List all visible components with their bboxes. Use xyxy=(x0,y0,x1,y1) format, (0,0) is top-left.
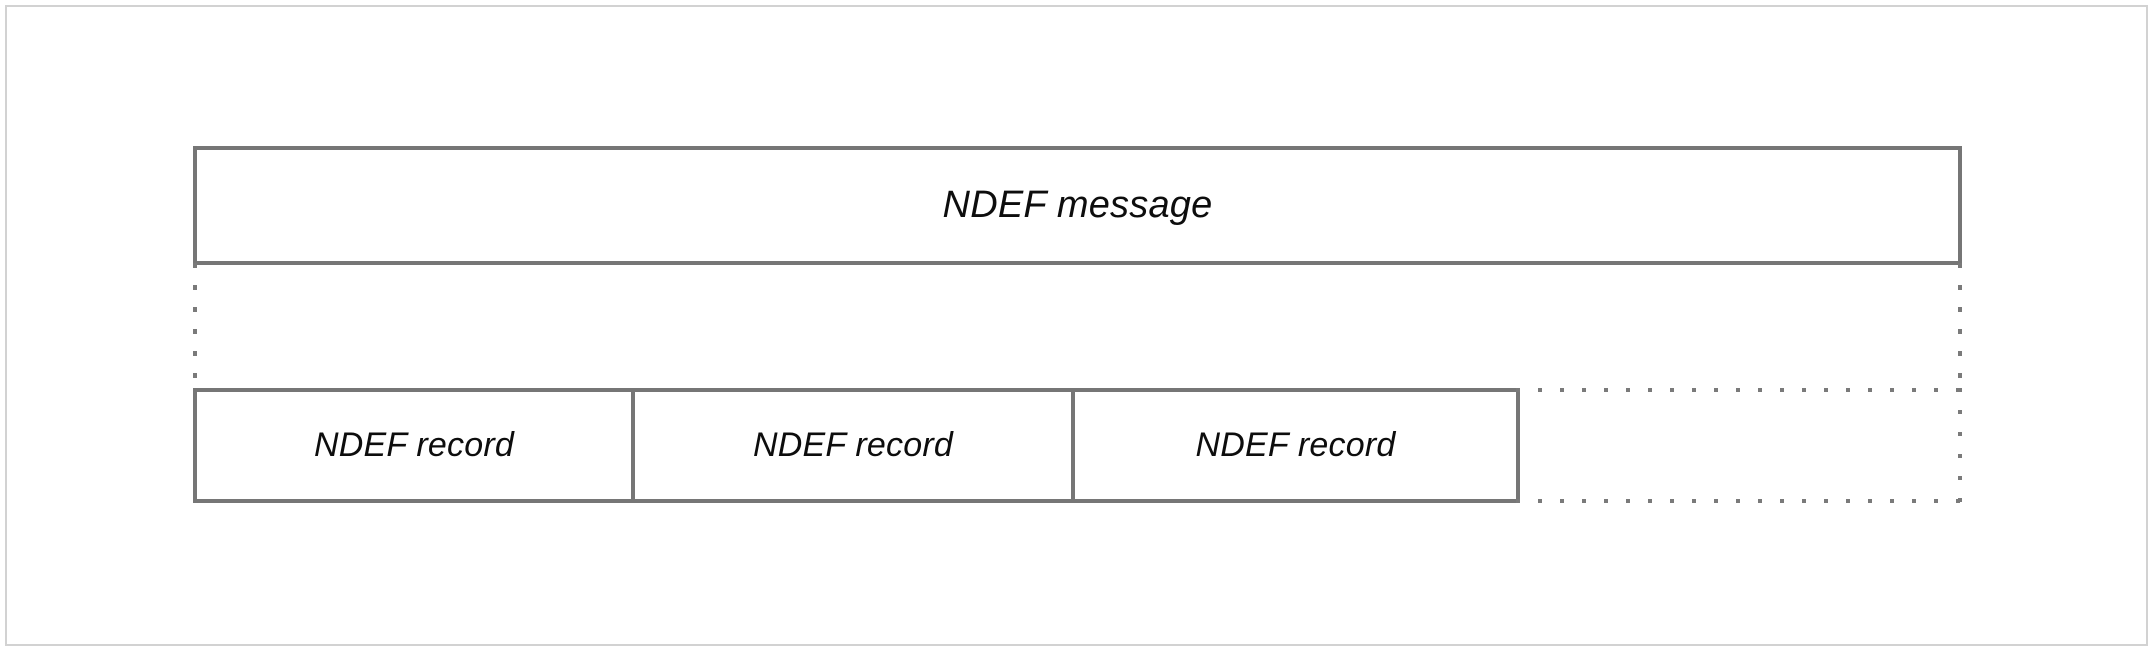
continuation-top-dotted-edge xyxy=(1516,388,1962,392)
connector-right-dotted-line xyxy=(1958,263,1962,390)
page-frame xyxy=(5,5,2148,646)
ndef-record-box-1: NDEF record xyxy=(197,392,635,499)
ndef-message-box: NDEF message xyxy=(193,146,1962,265)
continuation-right-dotted-edge xyxy=(1958,388,1962,503)
ndef-record-row: NDEF record NDEF record NDEF record xyxy=(193,388,1520,503)
connector-left-dotted-line xyxy=(193,263,197,390)
ndef-record-label-2: NDEF record xyxy=(753,425,953,464)
ndef-record-continuation-box xyxy=(1516,388,1962,503)
ndef-record-box-3: NDEF record xyxy=(1075,392,1516,499)
ndef-record-label-3: NDEF record xyxy=(1195,425,1396,464)
continuation-bottom-dotted-edge xyxy=(1516,499,1962,503)
ndef-record-box-2: NDEF record xyxy=(635,392,1075,499)
ndef-message-label: NDEF message xyxy=(942,183,1213,226)
ndef-record-label-1: NDEF record xyxy=(314,425,514,464)
